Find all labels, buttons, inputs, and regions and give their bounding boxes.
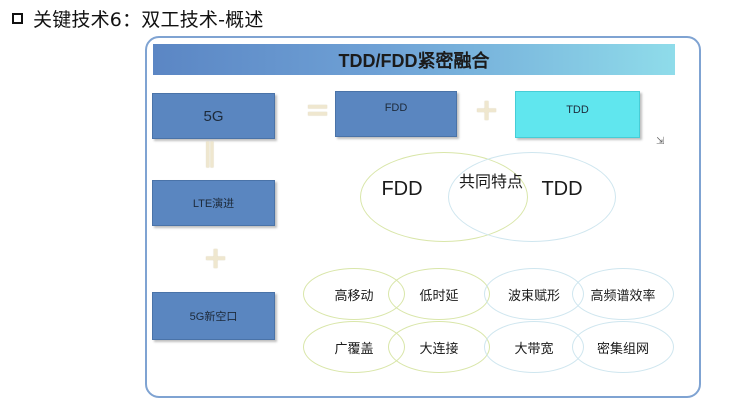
box-lte-label: LTE演进 (192, 198, 235, 210)
cursor-icon: ⇲ (656, 136, 665, 147)
venn-label-tdd: TDD (541, 178, 583, 200)
equals-icon: = (305, 93, 331, 128)
box-5g-label: 5G (203, 107, 224, 125)
equals-vertical-icon: ‖ (203, 138, 216, 168)
feature-label: 高移动 (334, 289, 374, 304)
feature-label: 低时延 (419, 289, 459, 304)
box-5g[interactable]: 5G (152, 93, 275, 139)
feature-label: 密集组网 (596, 342, 649, 357)
feature-ellipse-8 (572, 321, 674, 373)
slide-title-text: 关键技术6：双工技术-概述 (33, 8, 264, 31)
feature-label: 大连接 (419, 342, 459, 357)
box-5g-new-air[interactable]: 5G新空口 (152, 292, 275, 340)
venn-label-fdd: FDD (381, 178, 423, 200)
box-tdd-label: TDD (566, 104, 589, 116)
feature-label: 高频谱效率 (590, 289, 656, 304)
plus-icon-left: + (203, 241, 229, 276)
venn-ellipse-tdd (448, 152, 616, 242)
box-fdd-label: FDD (384, 102, 408, 114)
header-bar: TDD/FDD紧密融合 (153, 44, 675, 75)
venn-label-common: 共同特点 (458, 172, 523, 191)
feature-label: 广覆盖 (334, 342, 374, 357)
feature-label: 大带宽 (514, 342, 554, 357)
square-bullet-icon (12, 12, 23, 24)
feature-ellipse-4 (572, 268, 674, 320)
feature-label: 波束赋形 (507, 289, 560, 304)
box-new-air-label: 5G新空口 (189, 311, 238, 323)
plus-icon-top: + (474, 93, 500, 128)
box-fdd[interactable]: FDD (335, 91, 457, 137)
box-lte-evolution[interactable]: LTE演进 (152, 180, 275, 226)
header-title: TDD/FDD紧密融合 (338, 50, 490, 71)
slide-title: 关键技术6：双工技术-概述 (12, 4, 264, 32)
box-tdd[interactable]: TDD (515, 91, 640, 138)
